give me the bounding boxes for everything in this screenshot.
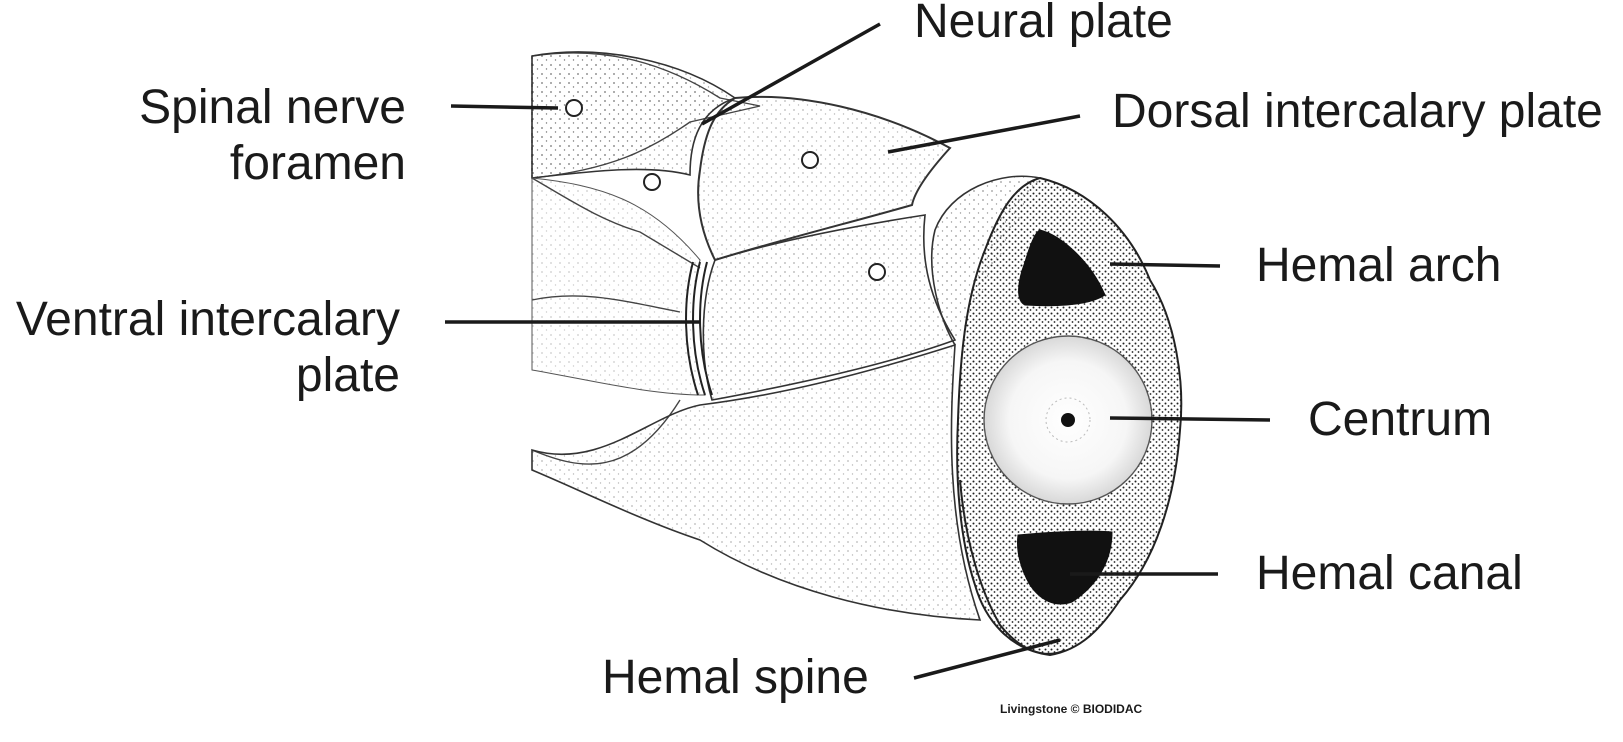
neural-plate-shape — [531, 51, 737, 179]
hemal-arch-opening — [1018, 229, 1106, 307]
lateral-block-shape — [531, 177, 706, 396]
centrum-center — [1061, 413, 1075, 427]
hemal-spine-rim — [959, 479, 1066, 655]
neural-plate-label: Neural plate — [914, 0, 1173, 48]
foramen-hole-3 — [801, 151, 819, 169]
foramen-hole-1 — [565, 99, 583, 117]
credit-text: Livingstone © BIODIDAC — [1000, 702, 1143, 716]
leader-hemal-spine — [913, 638, 1061, 680]
leader-centrum — [1109, 416, 1271, 422]
foramen-hole-2 — [643, 173, 661, 191]
foramen-hole-4 — [868, 263, 886, 281]
front-face-rim — [930, 175, 1041, 346]
centrum-halo — [1045, 397, 1091, 443]
centrum-label: Centrum — [1308, 393, 1493, 446]
hemal-canal-opening — [1017, 530, 1113, 605]
hemal-arch-label: Hemal arch — [1256, 239, 1502, 292]
ventral-intercalary-plate-label-line1: Ventral intercalary — [15, 293, 400, 346]
leader-dorsal-intercalary-plate — [887, 114, 1081, 154]
hemal-canal-label: Hemal canal — [1256, 547, 1523, 600]
lower-lateral-block-shape — [531, 343, 982, 621]
leader-neural-plate — [701, 22, 881, 126]
hemal-spine-label: Hemal spine — [602, 651, 869, 704]
dorsal-intercalary-plate-label: Dorsal intercalary plate — [1112, 85, 1603, 138]
leader-spinal-nerve-foramen — [450, 104, 559, 110]
leader-hemal-arch — [1109, 262, 1221, 268]
spinal-nerve-foramen-holes — [565, 99, 886, 281]
spinal-nerve-foramen-label-line2: foramen — [229, 137, 406, 190]
spinal-nerve-foramen-label-line1: Spinal nerve — [139, 81, 406, 134]
intercalary-groove — [685, 261, 713, 396]
ventral-intercalary-plate-label-line2: plate — [295, 349, 400, 402]
dorsal-intercalary-plate-shape — [697, 95, 952, 262]
leader-lines — [445, 22, 1271, 680]
